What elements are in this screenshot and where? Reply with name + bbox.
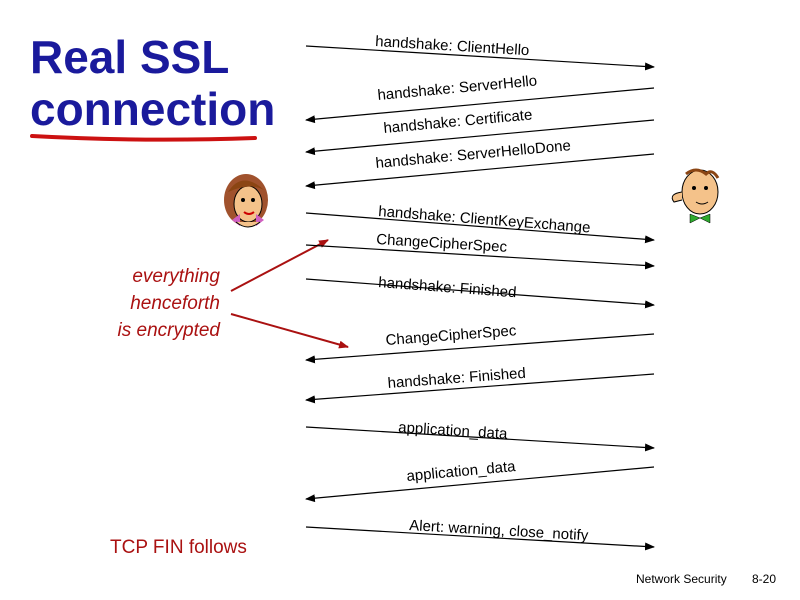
message-label: application_data [398, 419, 509, 443]
footer-page-number: 8-20 [752, 572, 777, 586]
message-label: ChangeCipherSpec [385, 322, 517, 349]
title-underline [30, 134, 257, 142]
tcp-fin-note: TCP FIN follows [110, 537, 247, 558]
encrypted-arrow-upper [230, 239, 329, 292]
message-label: handshake: ServerHelloDone [375, 137, 572, 172]
message-label: handshake: Finished [387, 365, 526, 392]
encrypted-annotation: everything henceforth is encrypted [90, 263, 220, 344]
message-arrow [305, 87, 655, 124]
message-arrow [305, 212, 655, 244]
message-label: handshake: Finished [378, 274, 517, 301]
message-arrow [305, 466, 655, 503]
message-label: handshake: ClientKeyExchange [378, 203, 591, 236]
message-arrow [305, 278, 655, 309]
message-arrow [305, 45, 655, 71]
title-line-2: connection [30, 83, 276, 135]
title-line-1: Real SSL [30, 31, 230, 83]
woman-face-icon [224, 174, 268, 228]
message-arrow [305, 153, 655, 190]
message-arrow [305, 426, 655, 452]
message-arrow [305, 526, 655, 551]
encrypted-arrow-lower [230, 313, 349, 349]
annotation-line-1: everything [132, 266, 220, 287]
message-label: Alert: warning, close_notify [409, 517, 589, 544]
footer-course: Network Security [636, 572, 727, 586]
message-arrow [305, 373, 655, 404]
message-label: handshake: ServerHello [377, 72, 538, 104]
message-arrow [305, 333, 655, 364]
annotation-line-2: henceforth [130, 293, 220, 314]
annotation-line-3: is encrypted [117, 320, 220, 341]
man-face-icon [671, 168, 720, 224]
message-label: ChangeCipherSpec [376, 231, 508, 256]
message-arrow [305, 244, 655, 270]
message-arrow [305, 119, 655, 156]
